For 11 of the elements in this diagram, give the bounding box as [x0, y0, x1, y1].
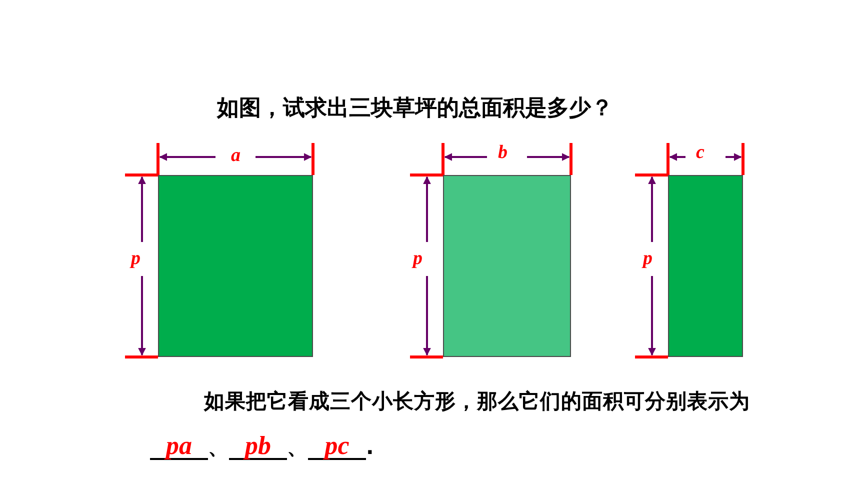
title: 如图，试求出三块草坪的总面积是多少？: [216, 94, 614, 123]
fill-in-line: pc: [308, 434, 366, 460]
punctuation: .: [366, 435, 374, 459]
lawn-rectangle: [668, 175, 743, 357]
fill-in-line: pa: [150, 434, 208, 460]
lawn-rectangle: [158, 175, 313, 357]
question-text: 如果把它看成三个小长方形，那么它们的面积可分别表示为: [204, 389, 750, 413]
lawn-rectangle: [443, 175, 571, 357]
fill-in-line: pb: [229, 434, 287, 460]
punctuation: 、: [208, 435, 229, 459]
punctuation: 、: [287, 435, 308, 459]
